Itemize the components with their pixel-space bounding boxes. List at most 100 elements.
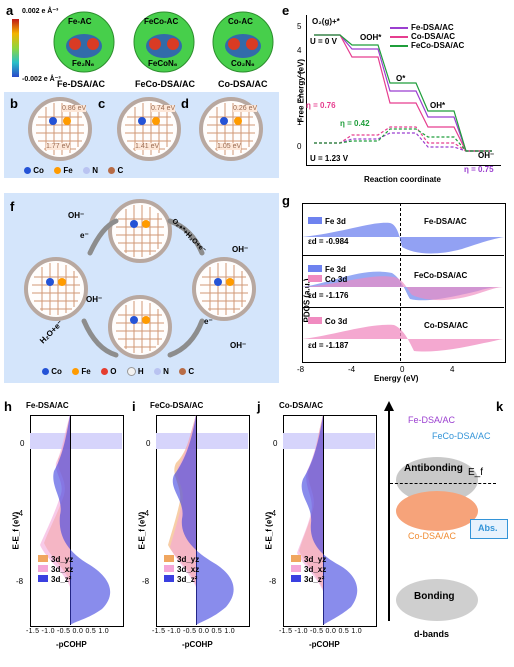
pdos-sep-2 xyxy=(302,307,504,308)
cohp-h-xtick-2: -1.0 xyxy=(41,628,55,635)
cohp-legend-h-xz-label: 3d_xz xyxy=(51,565,74,574)
cohp-legend-j-yz: 3d_yz xyxy=(291,555,326,565)
value-b-top: 0.86 eV xyxy=(62,105,87,112)
panel-label-b: b xyxy=(10,96,18,111)
cohp-zero-line-h xyxy=(70,415,71,625)
ytick-5: 5 xyxy=(297,22,302,31)
cohp-legend-i-xz-label: 3d_xz xyxy=(177,565,200,574)
cohp-legend-i-yz-label: 3d_yz xyxy=(177,555,200,564)
cohp-frame-i xyxy=(156,415,250,627)
cohp-h-xtick-1: -1.5 xyxy=(26,628,40,635)
pdos-sep-1 xyxy=(302,255,504,256)
cohp-j-xtick-3: -0.5 xyxy=(310,628,324,635)
panel-a: a 0.002 e Å⁻³ -0.002 e Å⁻³ Fe-AC Fe₂N₆ F… xyxy=(4,3,279,93)
legend-e-fe-label: Fe-DSA/AC xyxy=(411,23,454,32)
free-energy-axis xyxy=(306,15,501,166)
ytick-4: 4 xyxy=(297,46,302,55)
colorbar xyxy=(12,19,19,77)
legend-f-n: N xyxy=(163,367,169,376)
pdos-frame xyxy=(302,203,506,363)
legend-co-dot xyxy=(24,167,31,175)
value-b-bottom: 1.77 eV xyxy=(46,143,71,150)
cohp-legend-i-xz: 3d_xz xyxy=(164,565,199,575)
cohp-legend-j-xz-label: 3d_xz xyxy=(304,565,327,574)
pdos-row1-legend: Fe 3d xyxy=(308,217,346,226)
cohp-xlabel-j: -pCOHP xyxy=(309,640,340,649)
cohp-legend-j-xz: 3d_xz xyxy=(291,565,326,575)
cohp-ylabel-j: E-E_f (eV) xyxy=(264,511,274,550)
cohp-xticks-i: -1.5 -1.0 -0.5 0.0 0.5 1.0 xyxy=(152,628,235,635)
k-fe-label: Fe-DSA/AC xyxy=(408,415,456,425)
pdos-xtick-1: -8 xyxy=(297,365,305,374)
model-d: 0.26 eV 1.05 eV xyxy=(199,97,263,161)
legend-f-o-dot xyxy=(100,368,108,376)
value-c-top: 0.74 eV xyxy=(151,105,176,112)
legend-f-h: H xyxy=(137,367,144,376)
panel-label-j: j xyxy=(257,399,261,414)
value-d-bottom: 1.05 eV xyxy=(217,143,242,150)
eta-co: η = 0.75 xyxy=(464,165,494,174)
pdos-row3-legend-label: Co 3d xyxy=(325,317,348,326)
k-co-label: Co-DSA/AC xyxy=(408,531,457,541)
cohp-title-i: FeCo-DSA/AC xyxy=(150,401,204,410)
u123-label: U = 1.23 V xyxy=(310,154,349,163)
panel-label-k: k xyxy=(496,399,504,414)
cohp-i-xtick-3: -0.5 xyxy=(183,628,197,635)
bonding-band xyxy=(396,579,478,621)
cohp-ytick2-i: -8 xyxy=(142,577,150,586)
cohp-i-xtick-6: 1.0 xyxy=(224,628,235,635)
panel-h: h Fe-DSA/AC E-E_f (eV) 0 -4 -8 -1.5 -1.0… xyxy=(4,399,127,665)
cohp-curves-h xyxy=(40,415,111,625)
tile-top-co: Co-AC xyxy=(228,17,253,26)
legend-f-c-dot xyxy=(179,368,187,376)
pdos-row3-ed: εd = -1.187 xyxy=(308,341,349,350)
value-d-top: 0.26 eV xyxy=(233,105,258,112)
panel-label-i: i xyxy=(132,399,136,414)
legend-f-n-dot xyxy=(153,368,161,376)
legend-fe-dot xyxy=(54,167,62,175)
cohp-xticks-h: -1.5 -1.0 -0.5 0.0 0.5 1.0 xyxy=(26,628,109,635)
cohp-legend-h-z2: 3d_z² xyxy=(38,575,73,585)
pdos-xtick-3: 0 xyxy=(400,365,405,374)
cohp-ytick2-j: -8 xyxy=(269,577,277,586)
legend-c-label: C xyxy=(117,166,124,175)
pdos-row1-ed: εd = -0.984 xyxy=(308,237,349,246)
pdos-xtick-2: -4 xyxy=(348,365,356,374)
cycle-model-right xyxy=(192,257,256,321)
co-antibonding-band xyxy=(396,491,478,531)
scale-min-label: -0.002 e Å⁻³ xyxy=(22,76,61,83)
cohp-j-xtick-2: -1.0 xyxy=(294,628,308,635)
cohp-legend-h: 3d_yz 3d_xz 3d_z² xyxy=(38,555,73,585)
cohp-fermi-band-j xyxy=(283,433,375,449)
legend-e-fe: Fe-DSA/AC xyxy=(390,23,464,32)
cohp-curves-j xyxy=(297,415,358,625)
cohp-fermi-band-i xyxy=(156,433,248,449)
legend-f-fe: Fe xyxy=(81,367,91,376)
cohp-legend-h-xz: 3d_xz xyxy=(38,565,73,575)
cohp-frame-j xyxy=(283,415,377,627)
reaction-cycle-arrows xyxy=(81,218,205,358)
legend-e-feco-label: FeCo-DSA/AC xyxy=(411,41,465,50)
ytick-1: 1 xyxy=(297,118,302,127)
cycle-model-top xyxy=(108,199,172,263)
cohp-j-xtick-1: -1.5 xyxy=(279,628,293,635)
panel-bcd: b c d 0.86 eV 1.77 eV 0.74 eV 1.41 eV xyxy=(4,92,279,178)
legend-bcd: Co Fe N C xyxy=(24,166,194,176)
reaction-oh-4: OH⁻ xyxy=(86,295,103,304)
cohp-legend-h-z2-label: 3d_z² xyxy=(51,575,72,584)
legend-c-dot xyxy=(108,167,116,175)
model-c: 0.74 eV 1.41 eV xyxy=(117,97,181,161)
cohp-ytick1-i: -4 xyxy=(142,509,150,518)
cohp-curves-i xyxy=(168,415,234,625)
model-b: 0.86 eV 1.77 eV xyxy=(28,97,92,161)
u0-label: U = 0 V xyxy=(310,37,337,46)
legend-n-label: N xyxy=(92,166,98,175)
cohp-legend-j-z2: 3d_z² xyxy=(291,575,326,585)
pdos-row3-legend: Co 3d xyxy=(308,317,347,326)
panel-label-f: f xyxy=(10,199,15,214)
pdos-row1-legend-label: Fe 3d xyxy=(325,217,346,226)
cohp-h-xtick-4: 0.0 xyxy=(72,628,84,635)
eta-feco: η = 0.42 xyxy=(340,119,370,128)
ytick-0: 0 xyxy=(297,142,302,151)
pdos-xlabel: Energy (eV) xyxy=(374,374,419,383)
